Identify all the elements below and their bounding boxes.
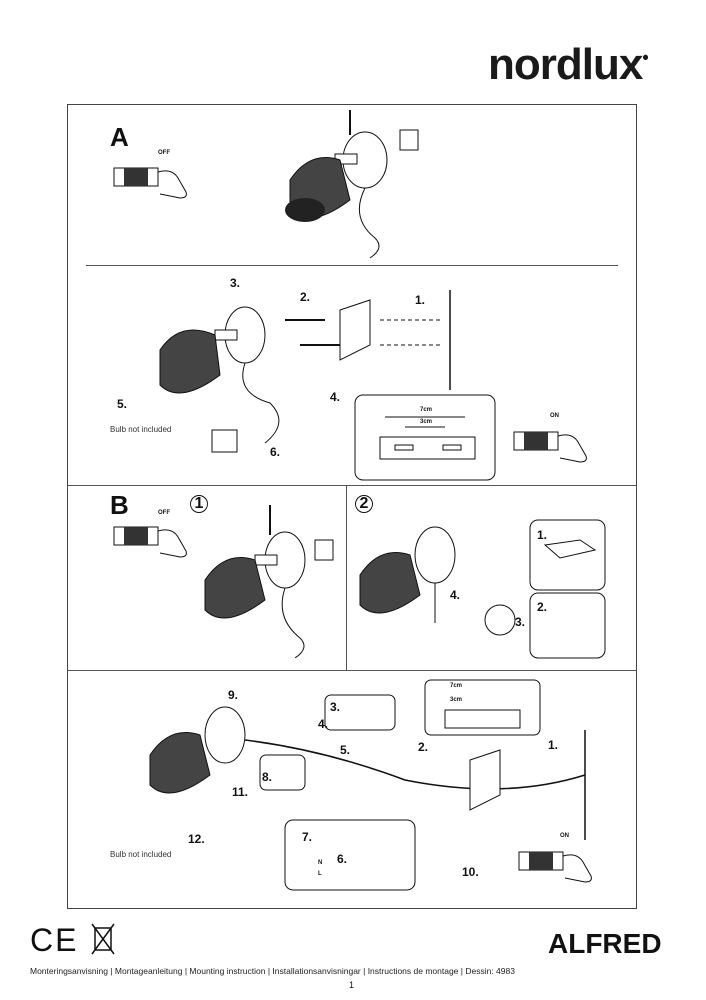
bracket-outer-dimension: 7cm xyxy=(450,683,463,689)
weee-crossed-bin-icon xyxy=(91,923,115,955)
step-1: 1. xyxy=(415,293,426,307)
bracket-detail xyxy=(354,394,496,481)
off-label: OFF xyxy=(158,150,170,156)
step-11: 11. xyxy=(232,785,249,799)
lamp-illustration xyxy=(285,110,419,259)
wire-l-label: L xyxy=(318,871,322,877)
switch-off-illustration xyxy=(113,526,187,558)
step-10: 10. xyxy=(462,865,479,879)
divider xyxy=(68,670,636,671)
step-2: 2. xyxy=(418,740,429,754)
step-6: 6. xyxy=(337,852,348,866)
on-label: ON xyxy=(560,833,569,839)
step-2: 2. xyxy=(300,290,311,304)
step-4: 4. xyxy=(330,390,341,404)
panel-2-step-4: 4. xyxy=(450,588,461,602)
instruction-languages: Monteringsanvisning | Montageanleitung |… xyxy=(30,966,515,976)
bulb-note: Bulb not included xyxy=(110,425,172,434)
lamp-illustration xyxy=(204,505,334,659)
page-number: 1 xyxy=(349,980,355,990)
step-4: 4. xyxy=(318,717,329,731)
model-name: ALFRED xyxy=(548,928,662,959)
bracket-inner-dimension: 3cm xyxy=(420,419,433,425)
section-a-label: A xyxy=(110,122,129,152)
off-label: OFF xyxy=(158,510,170,516)
step-9: 9. xyxy=(228,688,239,702)
switch-off-illustration xyxy=(113,167,187,199)
mounting-illustration xyxy=(159,290,451,453)
divider xyxy=(86,265,618,266)
bracket-outer-dimension: 7cm xyxy=(420,407,433,413)
divider xyxy=(346,485,347,670)
on-label: ON xyxy=(550,413,559,419)
nordlux-logo: nordlux• xyxy=(488,40,649,89)
wire-n-label: N xyxy=(318,860,323,866)
panel-2-step-3: 3. xyxy=(515,615,526,629)
step-1: 1. xyxy=(548,738,559,752)
step-8: 8. xyxy=(262,770,273,784)
bulb-note: Bulb not included xyxy=(110,850,172,859)
step-3: 3. xyxy=(230,276,241,290)
step-5: 5. xyxy=(340,743,351,757)
step-6: 6. xyxy=(270,445,281,459)
section-b-label: B xyxy=(110,490,129,520)
divider xyxy=(68,485,636,486)
panel-2-number: 2 xyxy=(355,495,373,513)
switch-on-illustration xyxy=(518,851,592,883)
bracket-inner-dimension: 3cm xyxy=(450,697,463,703)
switch-on-illustration xyxy=(513,431,587,463)
step-12: 12. xyxy=(188,832,205,846)
ce-mark: CE xyxy=(30,922,79,958)
panel-1-number: 1 xyxy=(190,495,208,513)
ceiling-box-mounting-illustration xyxy=(149,679,586,891)
step-5: 5. xyxy=(117,397,128,411)
step-7: 7. xyxy=(302,830,313,844)
junction-box-illustration xyxy=(359,519,606,659)
panel-2-step-1: 1. xyxy=(537,528,548,542)
panel-2-step-2: 2. xyxy=(537,600,548,614)
step-3: 3. xyxy=(330,700,341,714)
instruction-frame xyxy=(67,104,637,909)
